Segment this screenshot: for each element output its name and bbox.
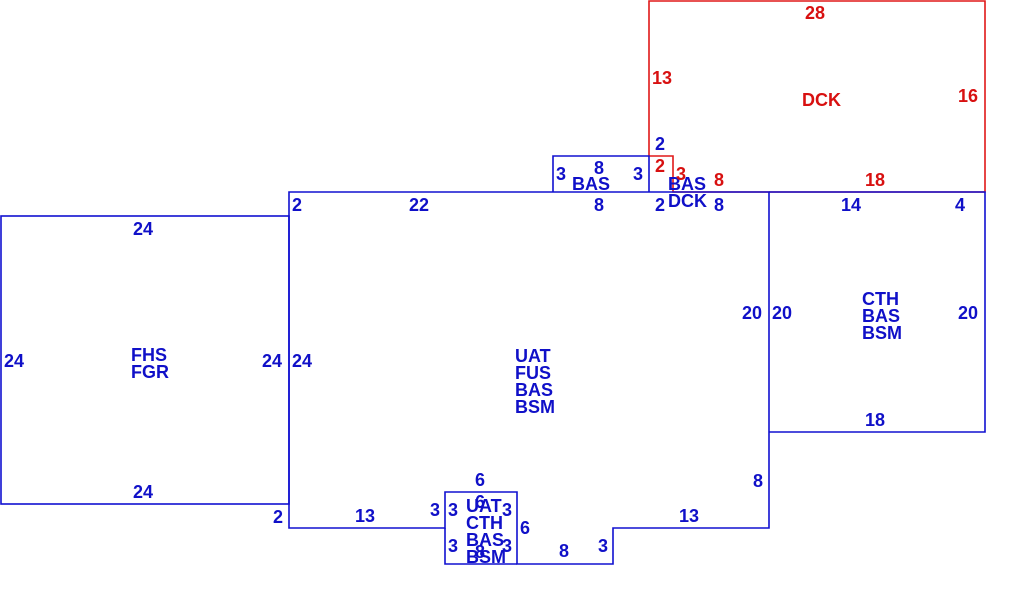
main-right-dim: 8: [753, 471, 763, 491]
main-top-dim: 22: [409, 195, 429, 215]
right-top-dim: 4: [955, 195, 965, 215]
right-area-code: BAS: [862, 306, 900, 326]
bay-top-dim: 6: [475, 470, 485, 490]
bottom-bay-outline: [444, 528, 517, 565]
deck-left-dim: 13: [652, 68, 672, 88]
main-bottom-dim: 13: [355, 506, 375, 526]
bay-left-dim: 3: [430, 500, 440, 520]
bay-right-dim: 6: [520, 518, 530, 538]
deck-bottom-dim: 18: [865, 170, 885, 190]
right-right-dim: 20: [958, 303, 978, 323]
right-left-dim: 20: [772, 303, 792, 323]
junction-top-dim: 2: [655, 134, 665, 154]
junction-area-code: DCK: [668, 191, 707, 211]
bay-area-code: BAS: [466, 530, 504, 550]
right-area-code: CTH: [862, 289, 899, 309]
main-area-code: BSM: [515, 397, 555, 417]
top-bump-outline: [552, 155, 650, 192]
bottom-step-dim: 8: [559, 541, 569, 561]
main-area-code: UAT: [515, 346, 551, 366]
bay-area-code: BSM: [466, 547, 506, 567]
deck-right-dim: 16: [958, 86, 978, 106]
garage-right-dim: 24: [262, 351, 282, 371]
deck-area-code: DCK: [802, 90, 841, 110]
bottom-step-dim: 3: [598, 536, 608, 556]
deck-top-dim: 28: [805, 3, 825, 23]
garage-area-code: FGR: [131, 362, 169, 382]
garage-left-dim: 24: [4, 351, 24, 371]
main-bottom-dim: 2: [273, 507, 283, 527]
junction-right-dim: 8: [714, 195, 724, 215]
bump-left-dim: 3: [556, 164, 566, 184]
bay-left-dim: 3: [448, 500, 458, 520]
bump-top-dim: 8: [594, 158, 604, 178]
bump-bottom-dim: 8: [594, 195, 604, 215]
main-top-dim: 2: [292, 195, 302, 215]
junction-area-code: BAS: [668, 174, 706, 194]
deck-jog-dim: 2: [655, 156, 665, 176]
garage-bottom-dim: 24: [133, 482, 153, 502]
garage-area-code: FHS: [131, 345, 167, 365]
main-right-dim: 20: [742, 303, 762, 323]
bay-area-code: CTH: [466, 513, 503, 533]
junction-bottom-dim: 2: [655, 195, 665, 215]
bay-right-dim: 3: [502, 500, 512, 520]
bump-area-code: BAS: [572, 174, 610, 194]
garage-top-dim: 24: [133, 219, 153, 239]
main-area-code: BAS: [515, 380, 553, 400]
bay-inner-dim: 6: [475, 492, 485, 512]
deck-jog-dim: 8: [714, 170, 724, 190]
deck-jog-dim: 3: [676, 164, 686, 184]
main-bottom-dim: 13: [679, 506, 699, 526]
right-bottom-dim: 18: [865, 410, 885, 430]
main-left-dim: 24: [292, 351, 312, 371]
bay-bottom-dim: 3: [448, 536, 458, 556]
right-area-code: BSM: [862, 323, 902, 343]
bay-inner-dim: 8: [475, 542, 485, 562]
bay-bottom-dim: 3: [502, 536, 512, 556]
bump-right-dim: 3: [633, 164, 643, 184]
bay-area-code: UAT: [466, 496, 502, 516]
right-addition-outline: [769, 191, 986, 433]
right-top-dim: 14: [841, 195, 861, 215]
main-area-code: FUS: [515, 363, 551, 383]
